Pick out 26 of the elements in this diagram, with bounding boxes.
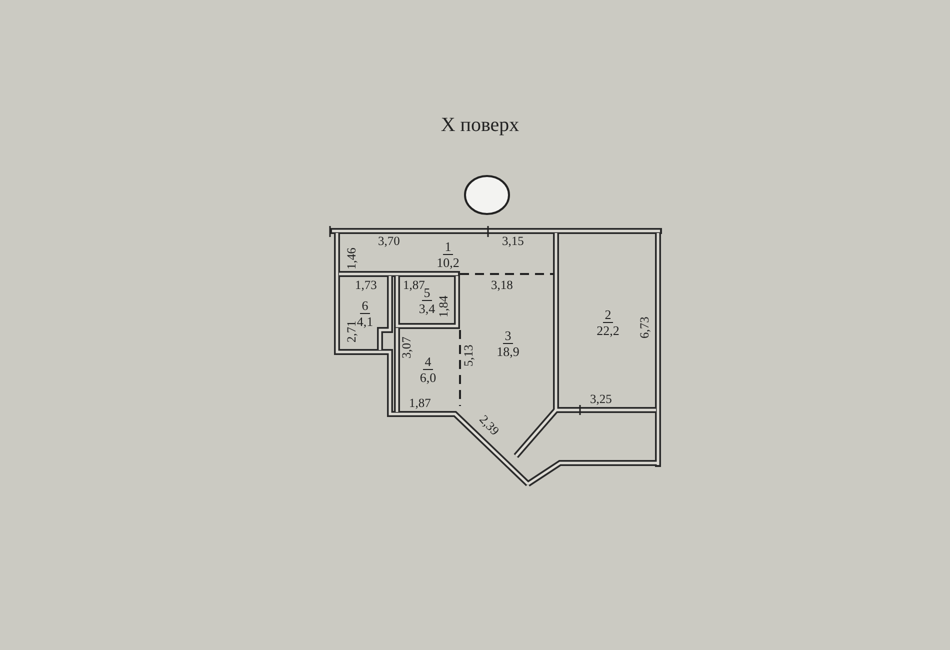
- room-number: 5: [422, 286, 432, 301]
- room-area-value: 18,9: [496, 344, 520, 359]
- room-number: 3: [502, 329, 514, 344]
- room-area-value: 4,1: [356, 314, 374, 329]
- dimension-label: 1,84: [437, 295, 450, 317]
- plan-title: X поверх: [440, 114, 520, 137]
- room-number: 2: [602, 308, 614, 323]
- dimension-label: 6,73: [638, 316, 652, 338]
- room-area-value: 22,2: [596, 323, 620, 338]
- dimension-label: 1,46: [345, 247, 358, 269]
- room-area-value: 3,4: [418, 301, 436, 316]
- dimension-label: 3,07: [400, 336, 414, 358]
- room-number: 4: [422, 355, 434, 370]
- room-area-value: 10,2: [436, 255, 460, 270]
- dimension-label: 2,39: [476, 412, 502, 438]
- dimension-label: 5,13: [462, 344, 476, 366]
- dimension-label: 3,70: [378, 234, 400, 248]
- dimension-label: 1,87: [409, 396, 431, 410]
- dimension-label: 3,25: [590, 392, 612, 406]
- room-area-value: 6,0: [420, 370, 436, 385]
- dimension-label: 3,15: [502, 234, 524, 248]
- room-number: 1: [442, 240, 454, 255]
- dimension-label: 1,73: [355, 278, 377, 292]
- dimension-label: 2,71: [345, 320, 358, 342]
- room-number: 6: [360, 299, 370, 314]
- dimension-label: 3,18: [491, 278, 513, 292]
